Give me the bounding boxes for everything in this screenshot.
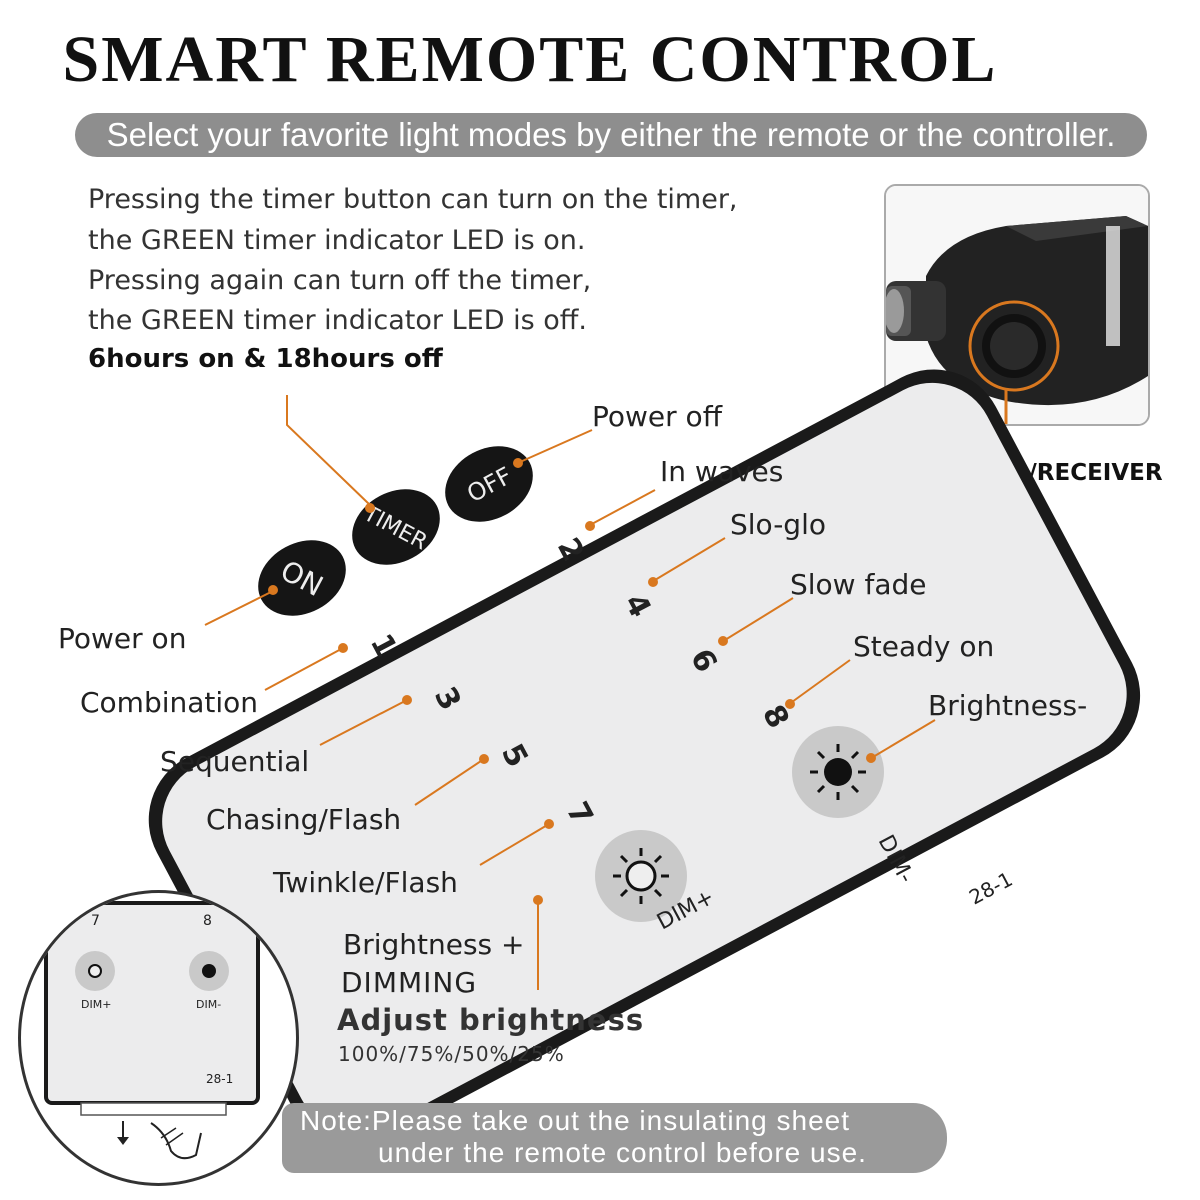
callout-steady-on: Steady on [853,630,995,663]
off-button[interactable]: OFF [432,432,546,537]
subtitle-banner: Select your favorite light modes by eith… [75,113,1147,157]
button-3[interactable]: 3 [427,681,468,716]
timer-info-line: the GREEN timer indicator LED is on. [88,225,586,256]
hand-icon [150,1122,202,1160]
button-6[interactable]: 6 [683,643,724,678]
on-button[interactable]: ON [245,526,359,631]
timer-button[interactable]: TIMER [339,475,453,580]
insulating-sheet-inset: 7 8 DIM+ DIM- 28-1 [18,890,299,1186]
timer-schedule: 6hours on & 18hours off [88,344,443,374]
inset-number-7: 7 [91,913,100,929]
timer-info-line: the GREEN timer indicator LED is off. [88,305,587,336]
callout-brightness-minus: Brightness- [928,689,1088,722]
inset-illustration: 7 8 DIM+ DIM- 28-1 [44,901,260,1160]
callout-twinkle-flash: Twinkle/Flash [273,866,458,899]
timer-button-label: TIMER [358,501,431,556]
callout-sequential: Sequential [160,745,310,778]
controller-label: CONTROLLER/RECEIVER [857,460,1163,486]
button-8[interactable]: 8 [755,699,796,734]
timer-info-line: Pressing again can turn off the timer, [88,265,592,296]
note-line-2: under the remote control before use. [378,1137,867,1168]
callout-power-on: Power on [58,622,187,655]
dimming-levels: 100%/75%/50%/25% [338,1042,565,1066]
callout-brightness-plus: Brightness + [343,928,525,961]
button-2[interactable]: 2 [550,532,591,567]
dim-plus-button[interactable]: DIM+ [595,830,719,935]
callout-chasing-flash: Chasing/Flash [206,803,402,836]
inset-model: 28-1 [206,1072,233,1086]
dim-plus-label: DIM+ [653,885,718,936]
note-line-1: Note:Please take out the insulating shee… [300,1105,851,1136]
button-4[interactable]: 4 [617,588,658,623]
controller-photo [884,184,1150,426]
model-number: 28-1 [965,867,1016,910]
note-banner: Note:Please take out the insulating shee… [282,1103,947,1173]
page-title: SMART REMOTE CONTROL [62,23,998,96]
dim-minus-label: DIM- [873,831,919,887]
inset-dim-plus: DIM+ [81,998,111,1011]
off-button-label: OFF [462,462,516,509]
button-7[interactable]: 7 [559,796,600,831]
on-button-label: ON [275,554,328,603]
callout-lines [204,395,936,990]
dimming-adjust: Adjust brightness [337,1003,645,1037]
callout-slo-glo: Slo-glo [730,508,826,541]
inset-dim-minus: DIM- [196,998,221,1011]
callout-power-off: Power off [592,400,722,433]
callout-in-waves: In waves [660,455,784,488]
controller-illustration [886,186,1148,424]
button-1[interactable]: 1 [363,628,404,663]
inset-number-8: 8 [203,913,212,929]
callout-slow-fade: Slow fade [790,568,927,601]
button-5[interactable]: 5 [494,738,535,773]
timer-info-line: Pressing the timer button can turn on th… [88,184,738,215]
dimming-title: DIMMING [341,966,478,999]
callout-combination: Combination [80,686,259,719]
dim-minus-button[interactable]: DIM- [792,726,918,887]
